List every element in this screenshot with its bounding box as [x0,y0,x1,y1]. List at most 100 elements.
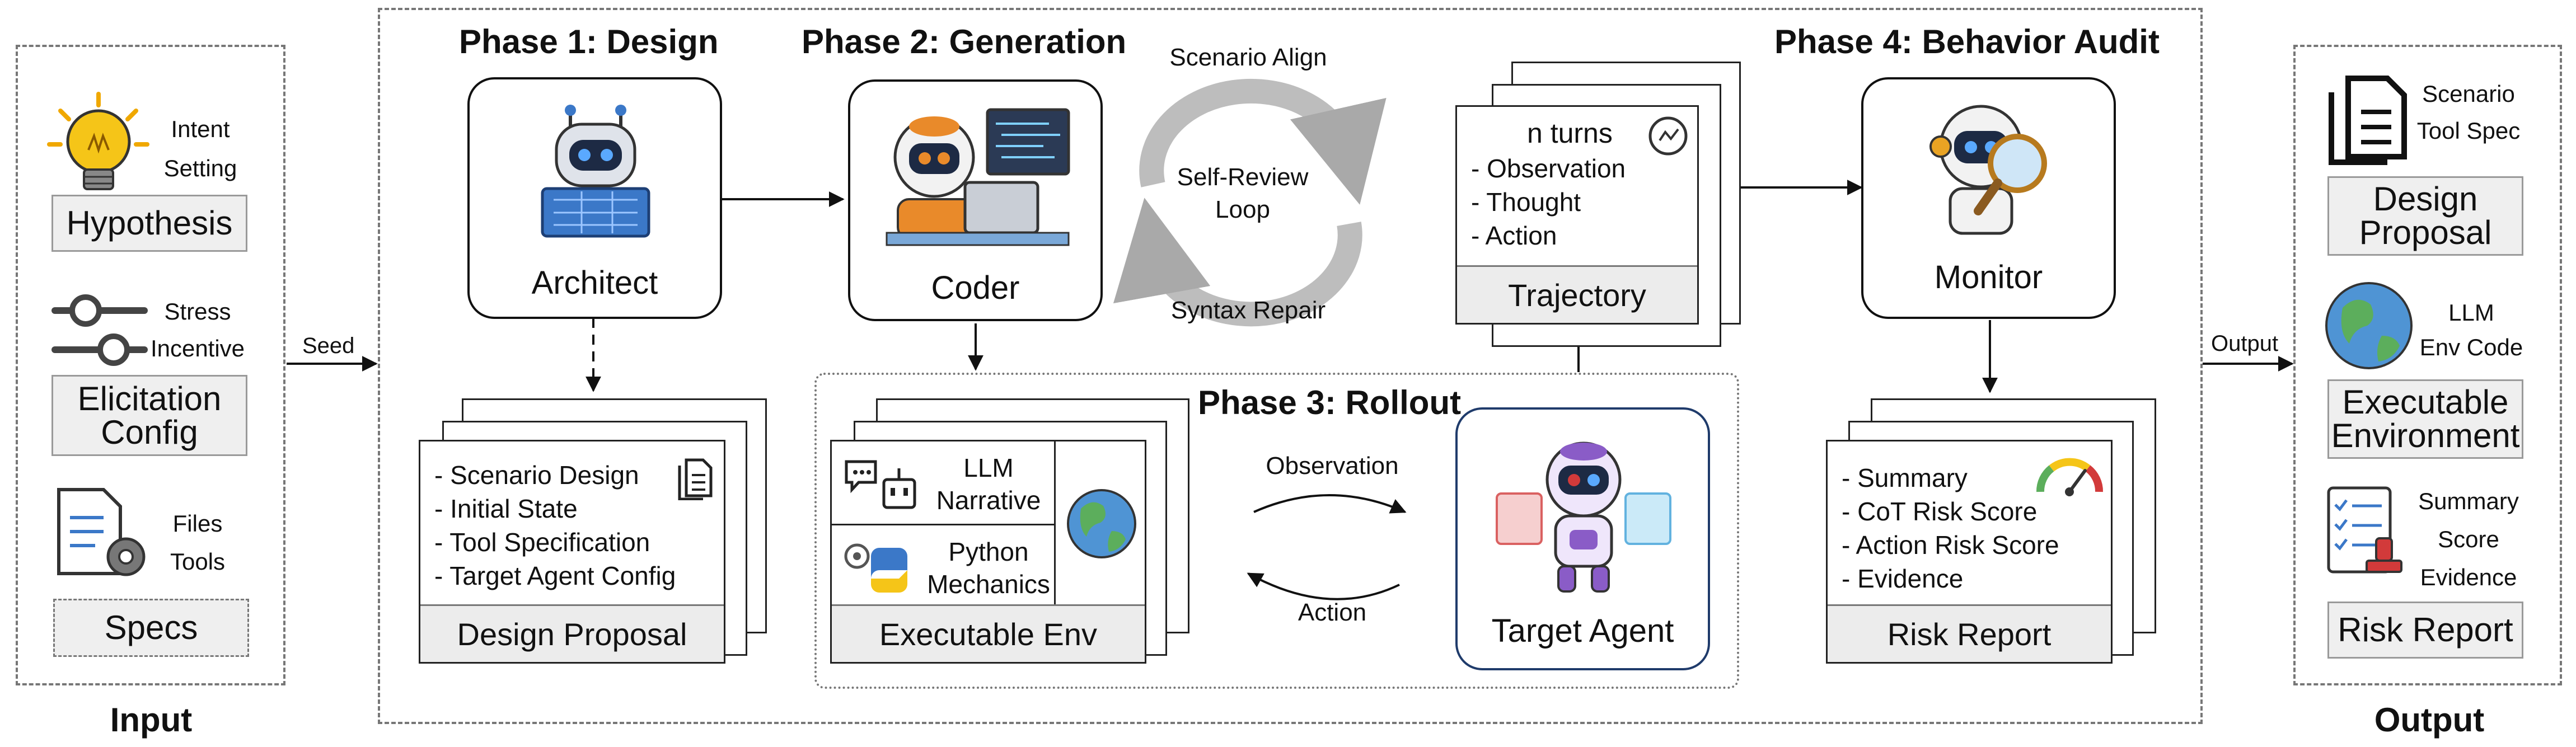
trajectory-item-thought: - Thought [1471,187,1581,217]
rollout-panel [814,373,1739,689]
action-arrow [1247,572,1400,600]
output-globe-icon [2325,282,2413,369]
output-env-line2: Env Code [2419,334,2523,360]
output-env-label-line2: Environment [2331,417,2520,454]
executable-env-card: LLM Narrative Python Mechanics Executabl… [830,440,1146,664]
intent-line1: Intent [171,116,230,142]
target-agent-robot-icon [1496,441,1671,593]
stress-line2: Incentive [150,335,245,361]
env-python-line2: Mechanics [927,570,1050,599]
chat-robot-icon [845,460,916,509]
input-title: Input [110,701,193,739]
trajectory-items: - Observation - Thought - Action [1471,152,1626,252]
output-report-caption: Summary Score Evidence [2413,482,2525,596]
proposal-item-scenario-design: - Scenario Design [434,461,639,490]
output-design-line1: Design [2373,180,2478,218]
design-proposal-card: - Scenario Design - Initial State - Tool… [419,440,725,664]
output-env-line1: LLM [2448,299,2494,326]
slider-icon [51,294,148,366]
lightbulb-icon [47,92,149,190]
phase3-title: Phase 3: Rollout [1198,384,1462,421]
scenario-document-icon [2329,76,2407,165]
self-review-line2: Loop [1215,196,1270,223]
output-design-line2: Proposal [2359,214,2492,251]
output-title: Output [2374,701,2485,739]
trajectory-item-action: - Action [1471,221,1557,250]
proposal-item-target-config: - Target Agent Config [434,561,676,590]
risk-report-footer: Risk Report [1828,604,2111,662]
risk-report-card: - Summary - CoT Risk Score - Action Risk… [1826,440,2113,664]
env-python-text: Python Mechanics [927,535,1050,600]
proposal-item-initial-state: - Initial State [434,494,578,523]
env-llm-text: LLM Narrative [933,452,1045,516]
env-llm-line1: LLM [963,453,1014,482]
coder-robot-icon [886,108,1070,246]
risk-report-items: - Summary - CoT Risk Score - Action Risk… [1842,461,2059,595]
env-python-row: Python Mechanics [832,525,1056,609]
seed-label: Seed [302,333,355,358]
architect-box: Architect [467,77,722,319]
coder-label: Coder [931,270,1020,306]
trajectory-title: n turns [1527,118,1613,149]
output-scenario-caption: Scenario Tool Spec [2413,76,2525,149]
intent-caption: Intent Setting [161,110,240,188]
document-icon [678,458,713,500]
specs-label: Specs [53,599,249,657]
observation-label: Observation [1266,452,1399,480]
globe-icon [1067,489,1136,558]
monitor-box: Monitor [1861,77,2116,319]
phase2-title: Phase 2: Generation [802,23,1127,60]
output-report-line3: Evidence [2420,564,2517,590]
design-proposal-items: - Scenario Design - Initial State - Tool… [434,458,676,593]
intent-line2: Setting [163,155,237,181]
phase4-title: Phase 4: Behavior Audit [1774,23,2160,60]
output-report-line1: Summary [2418,488,2519,514]
report-item-action-risk: - Action Risk Score [1842,530,2059,560]
gauge-icon [2036,458,2103,496]
architect-robot-icon [541,105,650,238]
self-review-loop-icon [1113,78,1387,327]
report-item-summary: - Summary [1842,463,1968,492]
checklist-stamp-icon [2327,486,2402,574]
target-agent-box: Target Agent [1455,407,1710,670]
trajectory-card: n turns - Observation - Thought - Action… [1455,105,1699,325]
report-item-evidence: - Evidence [1842,564,1964,593]
clock-icon [1648,116,1688,156]
proposal-item-tool-spec: - Tool Specification [434,528,650,557]
self-review-loop-label: Self-Review Loop [1175,161,1310,226]
target-agent-label: Target Agent [1491,613,1674,649]
executable-env-footer: Executable Env [832,604,1145,662]
scenario-align-label: Scenario Align [1169,44,1327,71]
monitor-robot-icon [1929,105,2047,235]
elicitation-line2: Config [101,413,198,451]
phase1-title: Phase 1: Design [459,23,719,60]
observation-arrow [1253,494,1407,514]
output-env-caption: LLM Env Code [2415,295,2527,365]
architect-label: Architect [531,265,658,301]
report-item-cot-risk: - CoT Risk Score [1842,497,2038,526]
files-gear-icon [57,488,146,576]
files-caption: Files Tools [156,505,240,581]
trajectory-footer: Trajectory [1457,265,1697,323]
coder-box: Coder [848,79,1103,321]
stress-line1: Stress [164,298,231,325]
elicitation-line1: Elicitation [77,379,222,417]
output-risk-report-label: Risk Report [2327,602,2523,659]
design-proposal-footer: Design Proposal [420,604,724,662]
hypothesis-label: Hypothesis [51,195,247,252]
files-line2: Tools [170,548,226,575]
python-gear-icon [844,543,907,593]
trajectory-item-observation: - Observation [1471,154,1626,183]
stress-caption: Stress Incentive [150,293,245,367]
env-python-line1: Python [948,537,1029,566]
output-scenario-line1: Scenario [2422,81,2515,107]
files-line1: Files [172,510,223,537]
monitor-label: Monitor [1934,259,2043,295]
action-label: Action [1298,599,1367,626]
self-review-line1: Self-Review [1177,163,1309,191]
output-panel [2293,45,2562,685]
